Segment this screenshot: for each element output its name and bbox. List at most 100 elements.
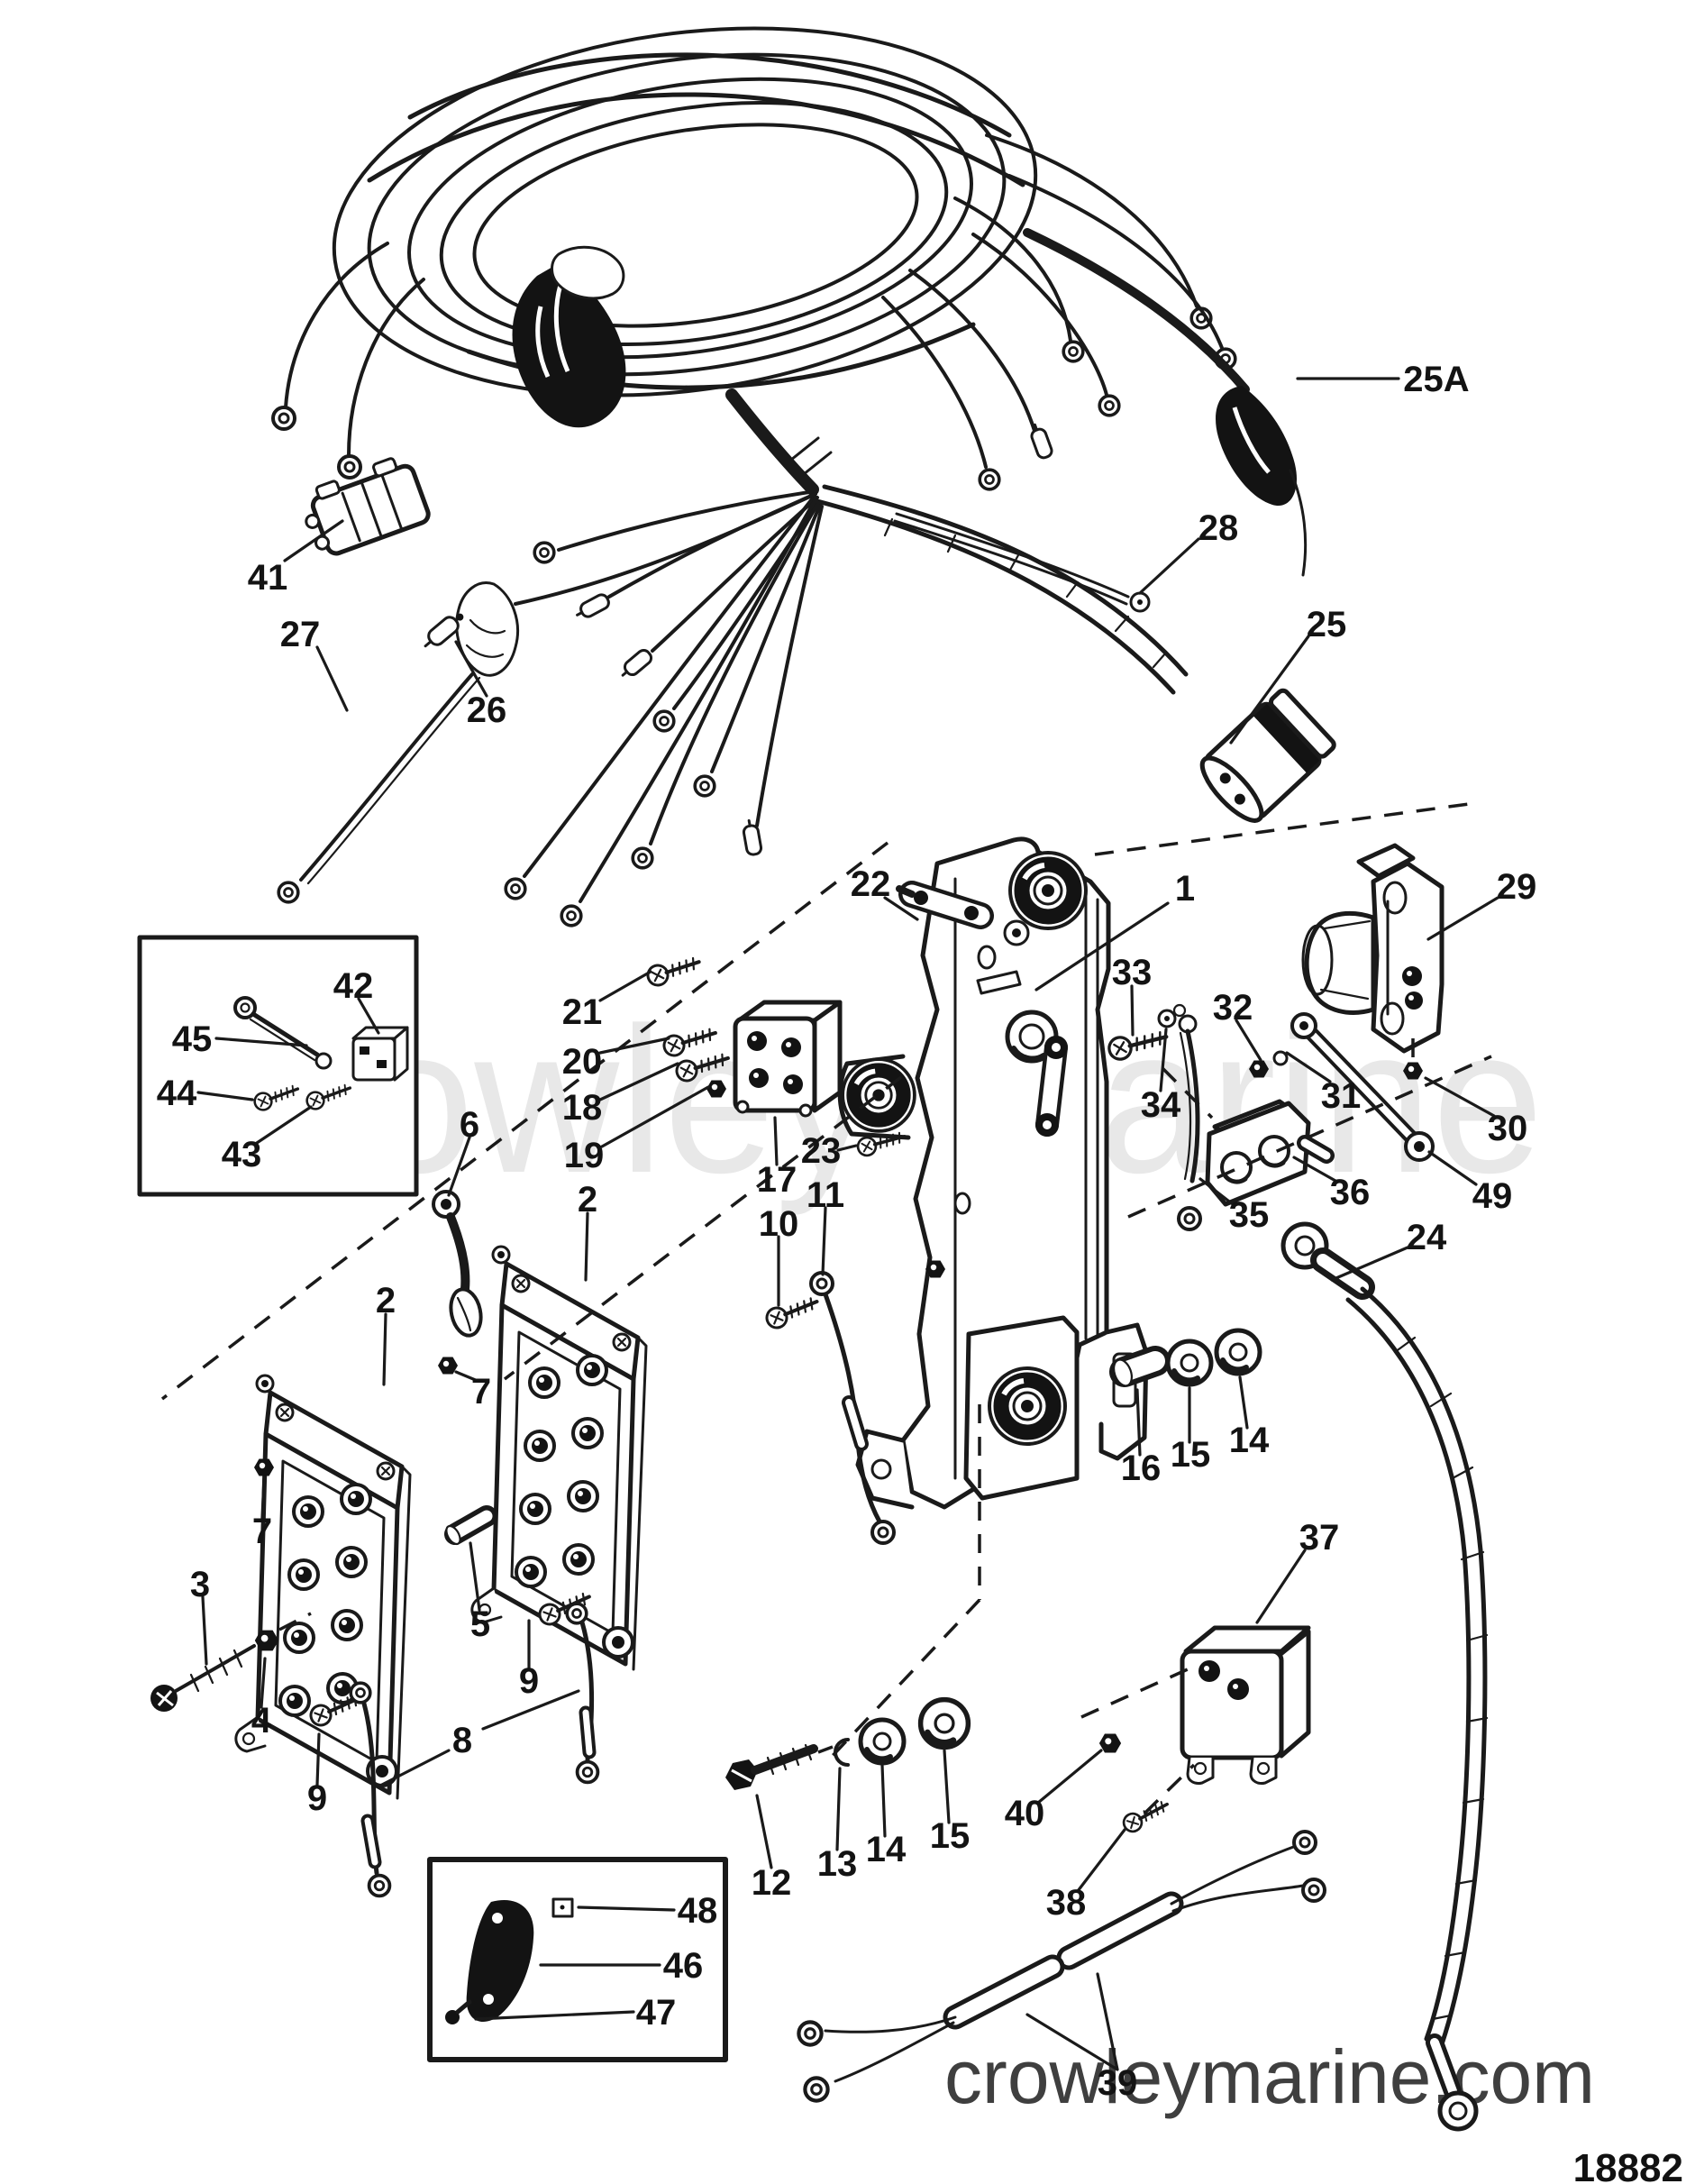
spacer-16 bbox=[1109, 1346, 1171, 1387]
callout-8: 8 bbox=[452, 1721, 472, 1760]
module-17 bbox=[733, 1000, 843, 1118]
callout-48: 48 bbox=[678, 1891, 718, 1931]
callout-11: 11 bbox=[807, 1175, 844, 1215]
bracket-46 bbox=[466, 1899, 534, 2022]
callout-31: 31 bbox=[1321, 1076, 1362, 1116]
connector-41 bbox=[305, 457, 431, 556]
callout-12: 12 bbox=[752, 1863, 792, 1903]
harness-wire-fan bbox=[504, 489, 824, 928]
callout-27: 27 bbox=[280, 615, 321, 654]
wire-28 bbox=[893, 512, 1151, 613]
callout-37: 37 bbox=[1299, 1518, 1340, 1558]
callout-15b: 15 bbox=[930, 1816, 971, 1856]
callout-1: 1 bbox=[1175, 869, 1195, 909]
top-wiring-harness-drawing bbox=[271, 26, 1336, 928]
ground-wire-8-left bbox=[349, 1681, 392, 1898]
callout-2a: 2 bbox=[578, 1180, 597, 1220]
module-37 bbox=[1180, 1625, 1311, 1785]
bullet-connector-26 bbox=[424, 613, 464, 648]
callout-47: 47 bbox=[636, 1993, 677, 2033]
drawing-number: 18882 bbox=[1573, 2146, 1683, 2184]
callout-19: 19 bbox=[564, 1136, 605, 1175]
dashed-alignment-lines bbox=[160, 802, 1492, 1815]
callout-30: 30 bbox=[1488, 1109, 1528, 1148]
leader-lines bbox=[196, 377, 1499, 2071]
callout-9a: 9 bbox=[519, 1661, 539, 1701]
callout-42: 42 bbox=[333, 966, 374, 1006]
callout-20: 20 bbox=[562, 1042, 603, 1082]
wire-11 bbox=[809, 1271, 896, 1545]
engine-harness-cable-25 bbox=[815, 484, 1336, 823]
wire-27-and-sleeve bbox=[277, 492, 817, 904]
callout-29: 29 bbox=[1497, 867, 1537, 907]
rectifier-plate-right bbox=[472, 1247, 646, 1669]
harness-connector-boot bbox=[512, 266, 626, 428]
rectifier-plates bbox=[150, 1190, 646, 1898]
mounting-bracket-drawing bbox=[761, 836, 1202, 1545]
callout-38: 38 bbox=[1046, 1883, 1087, 1923]
callout-24: 24 bbox=[1407, 1218, 1447, 1257]
starter-cable-24 bbox=[1280, 1221, 1489, 2132]
lever-link-22 bbox=[896, 881, 994, 929]
callout-3: 3 bbox=[190, 1565, 210, 1604]
callout-10: 10 bbox=[759, 1204, 799, 1244]
screw-38 bbox=[1118, 1795, 1173, 1837]
callout-41: 41 bbox=[248, 558, 288, 598]
screw-10 bbox=[761, 1290, 823, 1333]
wire-35 bbox=[1177, 1014, 1202, 1231]
callout-7b: 7 bbox=[252, 1512, 272, 1551]
terminal-block-36 bbox=[1205, 1099, 1335, 1207]
callout-25A: 25A bbox=[1403, 360, 1469, 399]
callout-17: 17 bbox=[757, 1160, 797, 1200]
bushing-5 bbox=[444, 1505, 497, 1546]
website-watermark: crowleymarine.com bbox=[944, 2034, 1595, 2119]
callout-15a: 15 bbox=[1171, 1435, 1211, 1475]
callout-14a: 14 bbox=[1229, 1421, 1270, 1460]
callout-18: 18 bbox=[562, 1088, 603, 1128]
callout-28: 28 bbox=[1198, 508, 1239, 548]
callout-46: 46 bbox=[663, 1946, 704, 1986]
bolt-12 bbox=[725, 1743, 818, 1790]
washer-15-lower bbox=[921, 1700, 969, 1748]
link-6 bbox=[432, 1190, 483, 1338]
callout-43: 43 bbox=[222, 1135, 262, 1174]
nut-40 bbox=[1098, 1733, 1122, 1753]
strap-49 bbox=[1290, 1012, 1435, 1162]
connector-42 bbox=[351, 1026, 409, 1082]
callout-9b: 9 bbox=[307, 1778, 327, 1818]
callout-36: 36 bbox=[1330, 1173, 1371, 1212]
callout-44: 44 bbox=[157, 1074, 197, 1113]
callout-32: 32 bbox=[1213, 988, 1253, 1028]
inset-box-46-48 bbox=[427, 1857, 728, 2062]
callout-23: 23 bbox=[801, 1131, 842, 1171]
callout-13: 13 bbox=[817, 1844, 858, 1884]
callout-22: 22 bbox=[851, 864, 891, 904]
washer-14-upper bbox=[1217, 1330, 1260, 1374]
callout-7a: 7 bbox=[471, 1372, 491, 1412]
callout-26: 26 bbox=[467, 690, 507, 730]
ground-wire-8-right bbox=[565, 1602, 600, 1785]
bolt-3 bbox=[150, 1644, 256, 1712]
callout-33: 33 bbox=[1112, 953, 1153, 992]
callout-39: 39 bbox=[1098, 2063, 1138, 2103]
callout-25: 25 bbox=[1307, 605, 1347, 644]
callout-21: 21 bbox=[562, 992, 603, 1032]
callout-4: 4 bbox=[251, 1701, 272, 1741]
ground-harness-39 bbox=[798, 1830, 1326, 2101]
screw-47 bbox=[445, 1999, 472, 2024]
inset-box-42-45 bbox=[137, 935, 419, 1197]
callout-5: 5 bbox=[470, 1604, 490, 1644]
starter-solenoid-drawing bbox=[1107, 843, 1444, 1207]
callout-40: 40 bbox=[1005, 1794, 1045, 1833]
washer-15-upper bbox=[1168, 1341, 1211, 1384]
callout-45: 45 bbox=[172, 1019, 213, 1059]
callout-35: 35 bbox=[1229, 1195, 1270, 1235]
callout-34: 34 bbox=[1141, 1085, 1181, 1125]
callout-14b: 14 bbox=[866, 1830, 907, 1869]
harness-cable-25a bbox=[1023, 228, 1308, 577]
callout-16: 16 bbox=[1121, 1448, 1162, 1488]
screw-21 bbox=[643, 950, 705, 990]
